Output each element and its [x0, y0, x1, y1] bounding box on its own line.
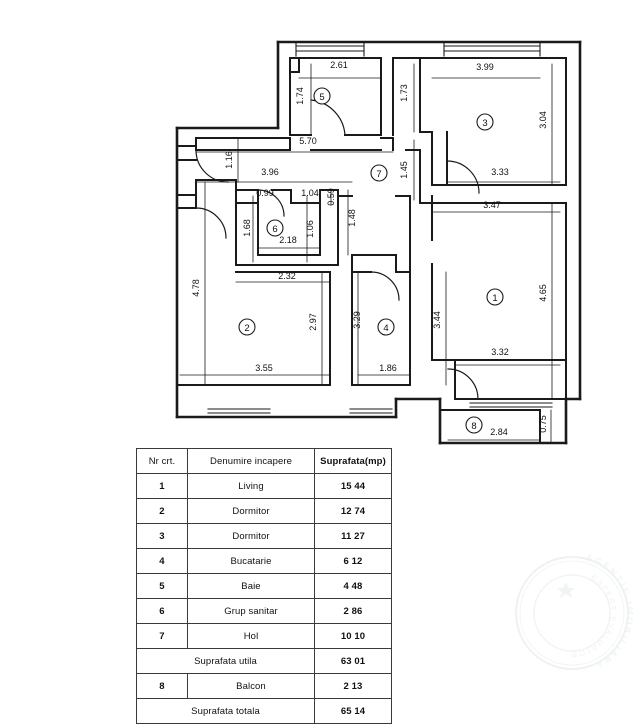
dimension-label: 0.99 — [256, 188, 274, 198]
dimension-label: 2.32 — [278, 271, 296, 281]
row-area: 10 10 — [314, 623, 392, 649]
room-marker-5: 5 — [313, 87, 331, 105]
room-marker-3: 3 — [476, 113, 494, 131]
room-marker-2-label: 2 — [244, 323, 249, 334]
area-table-head: Nr crt. Denumire incapere Suprafata(mp) — [136, 448, 392, 474]
dimension-label: 2.61 — [330, 60, 348, 70]
dimension-label: 1.48 — [347, 209, 357, 227]
dimension-label: 3.29 — [352, 311, 362, 329]
row-area: 4 48 — [314, 573, 392, 599]
row-nr: 4 — [136, 548, 188, 574]
dimension-label: 1.68 — [242, 219, 252, 237]
dimension-labels: 2.61 3.99 1.74 1.73 3.04 5.70 1.16 1.45 3.33 3.96… — [191, 60, 548, 437]
room-marker-2: 2 — [238, 318, 256, 336]
balcony-name: Balcon — [187, 673, 315, 699]
area-table-container: Nr crt. Denumire incapere Suprafata(mp) … — [136, 448, 392, 724]
dimension-label: 3.55 — [255, 363, 273, 373]
row-area: 6 12 — [314, 548, 392, 574]
row-area: 12 74 — [314, 498, 392, 524]
dimension-label: 3.96 — [261, 167, 279, 177]
dimension-label: 3.33 — [491, 167, 509, 177]
dimension-label: 1.73 — [399, 84, 409, 102]
row-area: 15 44 — [314, 473, 392, 499]
door-swings — [195, 99, 480, 400]
dimension-label: 3.32 — [491, 347, 509, 357]
room-marker-4: 4 — [377, 318, 395, 336]
row-name: Bucatarie — [187, 548, 315, 574]
room-number-markers: 1 2 3 4 5 6 7 — [238, 87, 504, 434]
row-nr: 6 — [136, 598, 188, 624]
row-name: Dormitor — [187, 523, 315, 549]
subtotal-label: Suprafata utila — [136, 648, 315, 674]
row-nr: 1 — [136, 473, 188, 499]
room-marker-5-label: 5 — [319, 92, 324, 103]
dimension-label: 0.75 — [538, 415, 548, 433]
balcony-nr: 8 — [136, 673, 188, 699]
dimension-label: 4.78 — [191, 279, 201, 297]
room-marker-3-label: 3 — [482, 118, 487, 129]
row-name: Baie — [187, 573, 315, 599]
row-nr: 7 — [136, 623, 188, 649]
dimension-label: 3.99 — [476, 62, 494, 72]
row-area: 2 86 — [314, 598, 392, 624]
table-header-row: Nr crt. Denumire incapere Suprafata(mp) — [136, 448, 392, 474]
dimension-label: 3.04 — [538, 111, 548, 129]
dimension-lines — [179, 63, 561, 444]
room-marker-6-label: 6 — [272, 224, 277, 235]
dimension-label: 4.65 — [538, 284, 548, 302]
dimension-label: 1.86 — [379, 363, 397, 373]
outer-walls — [175, 40, 582, 445]
row-name: Dormitor — [187, 498, 315, 524]
room-marker-7-label: 7 — [376, 169, 381, 180]
dimension-label: 0.59 — [326, 188, 336, 206]
room-marker-6: 6 — [266, 219, 284, 237]
column-header-nr: Nr crt. — [136, 448, 188, 474]
dimension-label: 1.16 — [224, 151, 234, 169]
row-name: Hol — [187, 623, 315, 649]
column-header-area: Suprafata(mp) — [314, 448, 392, 474]
dimension-label: 5.70 — [299, 136, 317, 146]
room-marker-4-label: 4 — [383, 323, 388, 334]
room-marker-8: 8 — [465, 416, 483, 434]
dimension-label: 2.97 — [308, 313, 318, 331]
dimension-label: 2.18 — [279, 235, 297, 245]
dimension-label: 1.06 — [305, 220, 315, 238]
windows — [207, 41, 553, 414]
column-header-name: Denumire incapere — [187, 448, 315, 474]
row-name: Grup sanitar — [187, 598, 315, 624]
room-marker-7: 7 — [370, 164, 388, 182]
row-nr: 3 — [136, 523, 188, 549]
room-marker-1-label: 1 — [492, 293, 497, 304]
room-marker-1: 1 — [486, 288, 504, 306]
dimension-label: 3.44 — [432, 311, 442, 329]
interior-walls — [176, 57, 567, 444]
area-table: Nr crt. Denumire incapere Suprafata(mp) … — [136, 448, 392, 724]
dimension-label: 2.84 — [490, 427, 508, 437]
row-name: Living — [187, 473, 315, 499]
dimension-label: 1.45 — [399, 161, 409, 179]
row-area: 11 27 — [314, 523, 392, 549]
room-marker-8-label: 8 — [471, 421, 476, 432]
dimension-label: 1.04 — [301, 188, 319, 198]
dimension-label: 3.47 — [483, 200, 501, 210]
balcony-area: 2 13 — [314, 673, 392, 699]
row-nr: 2 — [136, 498, 188, 524]
subtotal-area: 63 01 — [314, 648, 392, 674]
row-nr: 5 — [136, 573, 188, 599]
dimension-label: 1.74 — [295, 87, 305, 105]
